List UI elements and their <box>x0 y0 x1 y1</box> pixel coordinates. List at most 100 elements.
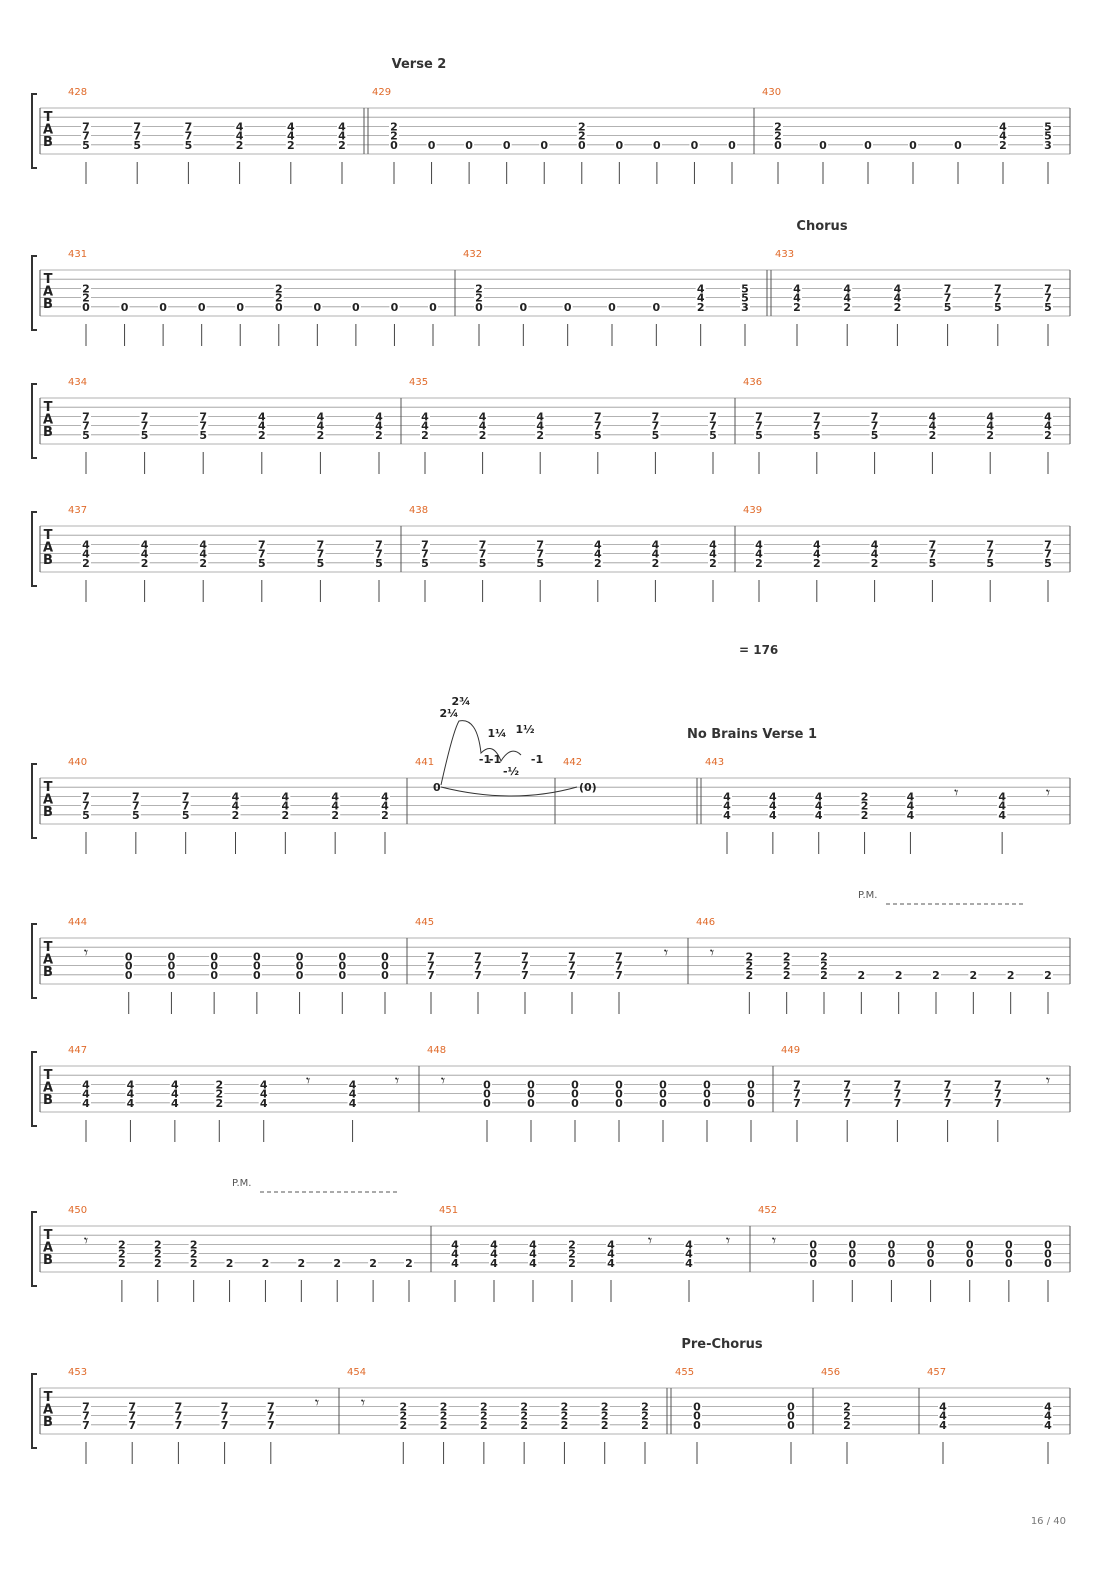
fret-number: 0 <box>125 960 133 973</box>
tab-clef-letter: B <box>43 135 53 150</box>
fret-number: 4 <box>260 1078 268 1091</box>
fret-mask <box>614 969 624 980</box>
fret-number: 4 <box>769 790 777 803</box>
fret-number: 4 <box>82 1097 90 1110</box>
fret-number: 4 <box>939 1419 947 1432</box>
fret-mask <box>927 429 938 440</box>
fret-number: 7 <box>258 538 266 551</box>
fret-mask <box>992 283 1003 294</box>
bar-number: 451 <box>439 1205 458 1216</box>
fret-number: 7 <box>82 130 90 143</box>
fret-number: 2 <box>755 557 763 570</box>
fret-number: 4 <box>843 282 851 295</box>
tab-clef-letter: A <box>43 1403 53 1418</box>
fret-number: 5 <box>709 429 717 442</box>
fret-mask <box>450 1248 460 1259</box>
fret-number: 2 <box>236 139 244 152</box>
fret-number: 5 <box>82 139 90 152</box>
fret-mask <box>81 557 91 568</box>
fret-number: 4 <box>287 130 295 143</box>
fret-mask <box>315 548 326 559</box>
fret-number: 4 <box>375 410 383 423</box>
fret-mask <box>81 411 91 422</box>
fret-number: 4 <box>709 538 717 551</box>
fret-number: 7 <box>82 1400 90 1413</box>
fret-mask <box>214 1079 225 1090</box>
fret-mask <box>722 809 732 820</box>
fret-mask <box>398 1401 409 1412</box>
fret-number: 4 <box>871 538 879 551</box>
fret-number: 0 <box>314 301 322 314</box>
bar-number: 453 <box>68 1367 87 1378</box>
fret-mask <box>886 1239 897 1250</box>
fret-number: 7 <box>375 548 383 561</box>
fret-mask <box>1043 557 1053 568</box>
fret-number: 2 <box>783 969 791 982</box>
fret-mask <box>132 121 143 132</box>
fret-mask <box>842 301 853 312</box>
system-bracket <box>31 1211 37 1287</box>
fret-mask <box>650 548 661 559</box>
fret-number: 0 <box>296 950 304 963</box>
fret-mask <box>296 1257 307 1268</box>
system-bracket <box>31 1373 37 1449</box>
fret-number: 2 <box>275 282 283 295</box>
tab-clef-letter: A <box>43 953 53 968</box>
fret-number: 2 <box>82 282 90 295</box>
fret-number: 4 <box>260 1097 268 1110</box>
tab-clef-letter: B <box>43 553 53 568</box>
tab-clef-letter: A <box>43 413 53 428</box>
fret-number: 0 <box>809 1248 817 1261</box>
fret-mask <box>173 1419 184 1430</box>
fret-number: 7 <box>1044 548 1052 561</box>
fret-mask <box>81 292 91 303</box>
fret-number: 2 <box>601 1419 609 1432</box>
fret-number: 0 <box>465 139 473 152</box>
fret-mask <box>337 969 348 980</box>
fret-number: 0 <box>888 1248 896 1261</box>
fret-mask <box>280 809 291 820</box>
system-bracket <box>31 383 37 459</box>
fret-number: 0 <box>428 139 436 152</box>
fret-mask <box>614 960 624 971</box>
fret-mask <box>81 130 91 141</box>
fret-number: 4 <box>317 420 325 433</box>
fret-mask <box>813 800 824 811</box>
fret-number: 4 <box>171 1097 179 1110</box>
fret-mask <box>708 420 718 431</box>
fret-number: 2 <box>820 960 828 973</box>
fret-number: 4 <box>652 538 660 551</box>
fret-number: 2 <box>578 130 586 143</box>
fret-number: 4 <box>769 800 777 813</box>
fret-number: 2 <box>287 139 295 152</box>
fret-mask <box>330 791 341 802</box>
fret-number: 2 <box>317 429 325 442</box>
fret-mask <box>1043 121 1053 132</box>
fret-number: 4 <box>331 800 339 813</box>
fret-mask <box>389 121 399 132</box>
fret-mask <box>808 1239 819 1250</box>
fret-number: 4 <box>986 410 994 423</box>
fret-number: 4 <box>127 1078 135 1091</box>
eighth-rest: 𝄾 <box>1046 783 1050 802</box>
fret-number: 7 <box>1044 538 1052 551</box>
fret-number: 7 <box>755 420 763 433</box>
fret-number: 2 <box>709 557 717 570</box>
tab-clef-letter: A <box>43 793 53 808</box>
fret-mask <box>692 1410 702 1421</box>
fret-mask <box>811 557 822 568</box>
fret-mask <box>859 791 870 802</box>
fret-mask <box>968 969 979 980</box>
tab-clef-letter: T <box>44 528 53 543</box>
fret-mask <box>998 139 1008 150</box>
fret-number: 0 <box>693 1400 701 1413</box>
fret-mask <box>209 951 220 962</box>
fret-number: 7 <box>793 1088 801 1101</box>
tab-clef-letter: T <box>44 272 53 287</box>
fret-mask <box>330 800 341 811</box>
fret-number: 0 <box>338 960 346 973</box>
whammy-value: -1 <box>479 753 491 766</box>
eighth-rest: 𝄾 <box>441 1071 445 1090</box>
eighth-rest: 𝄾 <box>361 1393 365 1412</box>
